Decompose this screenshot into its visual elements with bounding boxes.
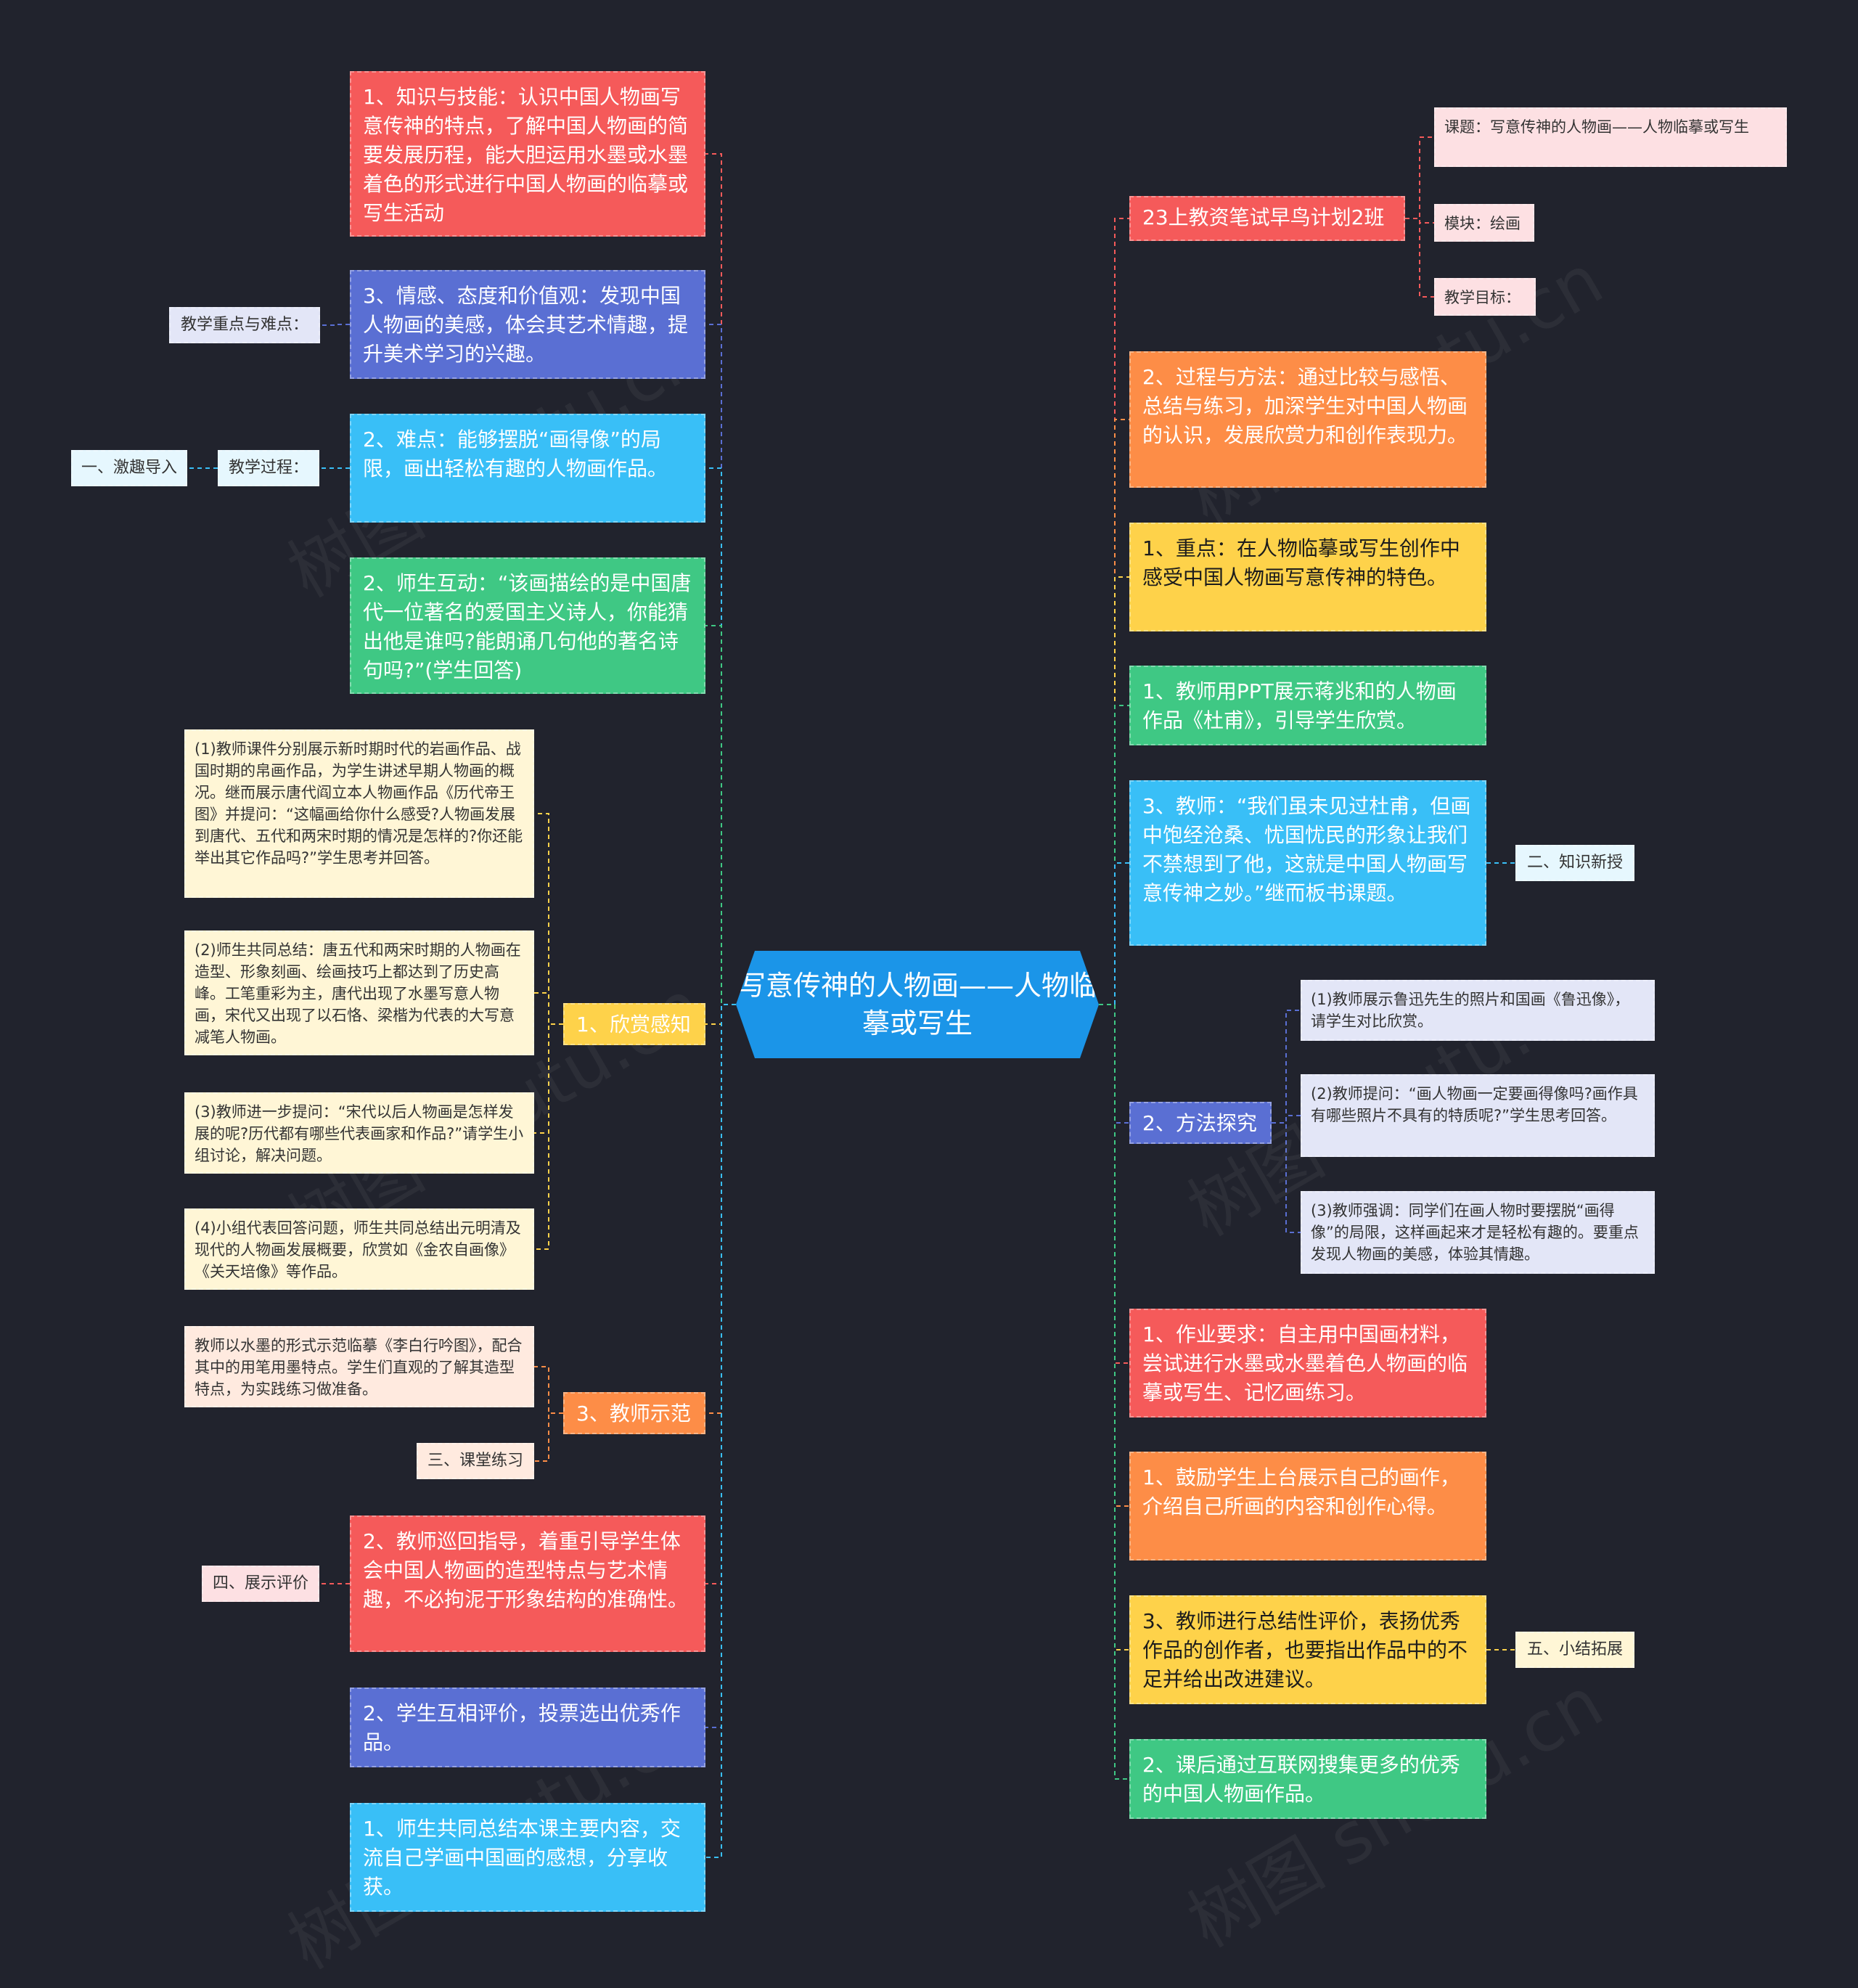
connector: [705, 625, 736, 1005]
topic-homework[interactable]: 1、作业要求：自主用中国画材料，尝试进行水墨或水墨着色人物画的临摹或写生、记忆画…: [1129, 1309, 1486, 1418]
tag-teaching-process[interactable]: 教学过程：: [218, 450, 319, 486]
connector: [1099, 419, 1129, 1005]
topic-difficult-point[interactable]: 2、难点：能够摆脱“画得像”的局限，画出轻松有趣的人物画作品。: [350, 414, 705, 523]
connector: [1099, 1004, 1129, 1780]
topic-knowledge-skills[interactable]: 1、知识与技能：认识中国人物画写意传神的特点，了解中国人物画的简要发展历程，能大…: [350, 71, 705, 237]
info-lesson-title[interactable]: 课题：写意传神的人物画——人物临摹或写生: [1434, 107, 1787, 167]
topic-emotion-attitude[interactable]: 3、情感、态度和价值观：发现中国人物画的美感，体会其艺术情趣，提升美术学习的兴趣…: [350, 270, 705, 379]
appreciate-step-4[interactable]: (4)小组代表回答问题，师生共同总结出元明清及现代的人物画发展概要，欣赏如《金农…: [184, 1208, 534, 1290]
appreciate-step-2[interactable]: (2)师生共同总结：唐五代和两宋时期的人物画在造型、形象刻画、绘画技巧上都达到了…: [184, 930, 534, 1055]
appreciate-step-1[interactable]: (1)教师课件分别展示新时期时代的岩画作品、战国时期的帛画作品，为学生讲述早期人…: [184, 729, 534, 898]
topic-teacher-student-interaction[interactable]: 2、师生互动：“该画描绘的是中国唐代一位著名的爱国主义诗人，你能猜出他是谁吗?能…: [350, 557, 705, 694]
connector: [1099, 705, 1129, 1005]
connector: [1405, 136, 1434, 219]
info-module[interactable]: 模块：绘画: [1434, 204, 1534, 242]
topic-teacher-demo[interactable]: 3、教师示范: [563, 1392, 705, 1434]
topic-peer-evaluation[interactable]: 2、学生互相评价，投票选出优秀作品。: [350, 1688, 705, 1767]
connector: [705, 1004, 736, 1858]
method-step-2[interactable]: (2)教师提问：“画人物画一定要画得像吗?画作具有哪些照片不具有的特质呢?”学生…: [1301, 1074, 1655, 1157]
connector: [534, 1023, 563, 1134]
topic-method-explore[interactable]: 2、方法探究: [1129, 1102, 1272, 1144]
info-teaching-goal[interactable]: 教学目标：: [1434, 278, 1536, 316]
connector: [1272, 1122, 1301, 1233]
tag-show-evaluation[interactable]: 四、展示评价: [202, 1566, 319, 1602]
connector: [534, 813, 563, 1025]
demo-step-1[interactable]: 教师以水墨的形式示范临摹《李白行吟图》，配合其中的用笔用墨特点。学生们直观的了解…: [184, 1326, 534, 1407]
topic-student-show[interactable]: 1、鼓励学生上台展示自己的画作，介绍自己所画的内容和创作心得。: [1129, 1452, 1486, 1560]
topic-teacher-speech[interactable]: 3、教师：“我们虽未见过杜甫，但画中饱经沧桑、忧国忧民的形象让我们不禁想到了他，…: [1129, 780, 1486, 946]
connector: [1099, 862, 1129, 1005]
tag-new-knowledge[interactable]: 二、知识新授: [1515, 845, 1634, 881]
topic-class-summary[interactable]: 1、师生共同总结本课主要内容，交流自己学画中国画的感想，分享收获。: [350, 1803, 705, 1912]
connector: [534, 1412, 563, 1462]
method-step-3[interactable]: (3)教师强调：同学们在画人物时要摆脱“画得像”的局限，这样画起来才是轻松有趣的…: [1301, 1191, 1655, 1274]
tag-interest-intro[interactable]: 一、激趣导入: [71, 450, 187, 486]
topic-appreciate[interactable]: 1、欣赏感知: [563, 1003, 705, 1045]
tag-summary-extend[interactable]: 五、小结拓展: [1515, 1632, 1634, 1668]
connector: [1405, 218, 1434, 298]
topic-key-point[interactable]: 1、重点：在人物临摹或写生创作中感受中国人物画写意传神的特色。: [1129, 523, 1486, 631]
connector: [1272, 1115, 1301, 1124]
topic-ppt-show[interactable]: 1、教师用PPT展示蒋兆和的人物画作品《杜甫》，引导学生欣赏。: [1129, 666, 1486, 745]
topic-teacher-patrol[interactable]: 2、教师巡回指导，着重引导学生体会中国人物画的造型特点与艺术情趣，不必拘泥于形象…: [350, 1515, 705, 1652]
connector: [534, 1366, 563, 1414]
topic-teacher-evaluation[interactable]: 3、教师进行总结性评价，表扬优秀作品的创作者，也要指出作品中的不足并给出改进建议…: [1129, 1595, 1486, 1704]
appreciate-step-3[interactable]: (3)教师进一步提问：“宋代以后人物画是怎样发展的呢?历代都有哪些代表画家和作品…: [184, 1092, 534, 1174]
tag-key-difficult-points[interactable]: 教学重点与难点：: [169, 307, 320, 343]
topic-after-class[interactable]: 2、课后通过互联网搜集更多的优秀的中国人物画作品。: [1129, 1739, 1486, 1819]
connector: [320, 324, 350, 326]
method-step-1[interactable]: (1)教师展示鲁迅先生的照片和国画《鲁迅像》，请学生对比欣赏。: [1301, 980, 1655, 1041]
tag-class-practice[interactable]: 三、课堂练习: [417, 1443, 534, 1479]
topic-process-method[interactable]: 2、过程与方法：通过比较与感悟、总结与练习，加深学生对中国人物画的认识，发展欣赏…: [1129, 351, 1486, 488]
topic-class-name[interactable]: 23上教资笔试早鸟计划2班: [1129, 196, 1405, 241]
central-topic[interactable]: 写意传神的人物画——人物临摹或写生: [736, 951, 1099, 1058]
